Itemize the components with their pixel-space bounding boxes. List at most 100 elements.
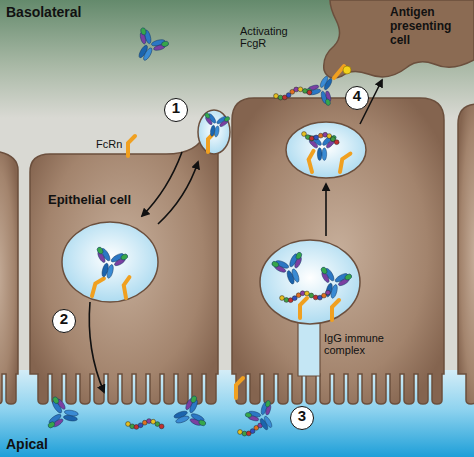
- antibody-domain: [293, 256, 302, 269]
- antibody-domain: [295, 251, 303, 260]
- antibody-domain: [120, 253, 129, 261]
- antibody-domain: [56, 398, 67, 410]
- antigen-bead: [327, 134, 332, 139]
- antibody-domain: [139, 32, 147, 45]
- annotation-label: IgG immune complex: [324, 332, 394, 356]
- antibody-domain: [308, 84, 320, 91]
- antigen-bead: [126, 422, 131, 427]
- antigen-bead: [242, 431, 247, 436]
- cell-membrane: [30, 114, 218, 404]
- fcr-gamma-chain: [343, 66, 351, 74]
- antibody-domain: [248, 415, 260, 422]
- igg-antibody: [46, 395, 80, 433]
- igg-antibody: [127, 25, 171, 67]
- antigen-bead: [250, 429, 255, 434]
- antigen-bead: [300, 291, 305, 296]
- antigen-bead: [307, 90, 312, 95]
- antibody-domain: [106, 264, 115, 279]
- antibody-domain: [320, 91, 328, 104]
- antigen-bead: [309, 293, 314, 298]
- callout-circle: 2: [52, 309, 76, 333]
- antigen-bead: [288, 298, 293, 303]
- apc-membrane: [324, 0, 474, 78]
- fcrn-receptor: [236, 378, 243, 398]
- antigen-bead: [292, 296, 297, 301]
- antigen-bead: [274, 94, 279, 99]
- vesicle-neck: [298, 318, 320, 376]
- antigen-bead: [280, 296, 285, 301]
- antigen-bead: [134, 425, 139, 430]
- antibody-domain: [198, 419, 207, 427]
- callout-number: 3: [291, 407, 313, 424]
- antibody-domain: [205, 116, 214, 126]
- antigen-bead: [142, 420, 147, 425]
- antigen-bead: [318, 133, 323, 138]
- annotation-label: Activating FcgR: [240, 25, 306, 49]
- antibody-domain: [265, 404, 272, 416]
- antibody-domain: [151, 38, 166, 47]
- antigen-bead: [151, 419, 156, 424]
- antibody-domain: [173, 410, 188, 420]
- antibody-domain: [96, 251, 106, 264]
- antigen-bead: [282, 95, 287, 100]
- antibody-domain: [320, 271, 330, 284]
- antibody-domain: [291, 268, 301, 283]
- epithelial-cell-shape: [458, 104, 474, 404]
- antigen-bead: [258, 423, 263, 428]
- antigen-bead: [286, 93, 291, 98]
- antibody-domain: [325, 138, 336, 149]
- antigen-bead: [155, 422, 160, 427]
- antibody-domain: [100, 247, 112, 262]
- antigen-bead: [302, 132, 307, 137]
- antibody-domain: [322, 148, 327, 161]
- antigen-bead: [159, 424, 164, 429]
- antibody-domain: [330, 284, 339, 299]
- callout-number: 4: [346, 87, 368, 104]
- antibody-domain: [320, 266, 328, 275]
- antigen-bead: [290, 89, 295, 94]
- callout-number: 1: [165, 99, 187, 116]
- igg-antibody: [307, 134, 337, 160]
- fcrn-receptor: [300, 298, 307, 318]
- antibody-domain: [245, 412, 252, 418]
- annotation-label: FcRn: [96, 138, 136, 150]
- antibody-domain: [143, 29, 152, 44]
- antibody-domain: [51, 400, 63, 414]
- antigen-bead: [313, 295, 318, 300]
- callout-circle: 3: [290, 406, 314, 430]
- antigen-bead: [318, 295, 323, 300]
- antigen-bead: [326, 290, 331, 295]
- antibody-domain: [265, 400, 271, 407]
- antigen-bead: [322, 293, 327, 298]
- antibody-domain: [52, 396, 60, 405]
- antibody-domain: [216, 115, 228, 125]
- antibody-domain: [189, 417, 202, 426]
- fcrn-receptor: [128, 136, 135, 156]
- antibody-domain: [188, 399, 199, 414]
- callout-circle: 4: [345, 86, 369, 110]
- antibody-domain: [214, 126, 220, 138]
- fcgr-receptor: [334, 66, 344, 78]
- antigen-bead: [314, 135, 319, 140]
- antibody-domain: [323, 78, 333, 91]
- antibody-domain: [204, 112, 211, 119]
- antigen-bead: [305, 135, 310, 140]
- fcrn-receptor: [332, 300, 339, 320]
- callout-circle: 1: [164, 98, 188, 122]
- antibody-domain: [275, 259, 290, 270]
- antigen-bead: [296, 293, 301, 298]
- igg-antibody: [90, 245, 130, 282]
- fcrn-receptor: [307, 151, 319, 172]
- endosome-vesicle: [286, 122, 366, 178]
- antibody-domain: [96, 246, 104, 255]
- antibody-domain: [48, 413, 62, 425]
- antibody-domain: [319, 75, 329, 88]
- fcrn-receptor: [123, 277, 133, 298]
- antibody-domain: [175, 415, 190, 425]
- region-label: Epithelial cell: [48, 192, 140, 207]
- antigen-bead: [305, 291, 310, 296]
- antigen-bead: [238, 430, 243, 435]
- antibody-domain: [263, 415, 273, 428]
- antibody-domain: [260, 402, 268, 415]
